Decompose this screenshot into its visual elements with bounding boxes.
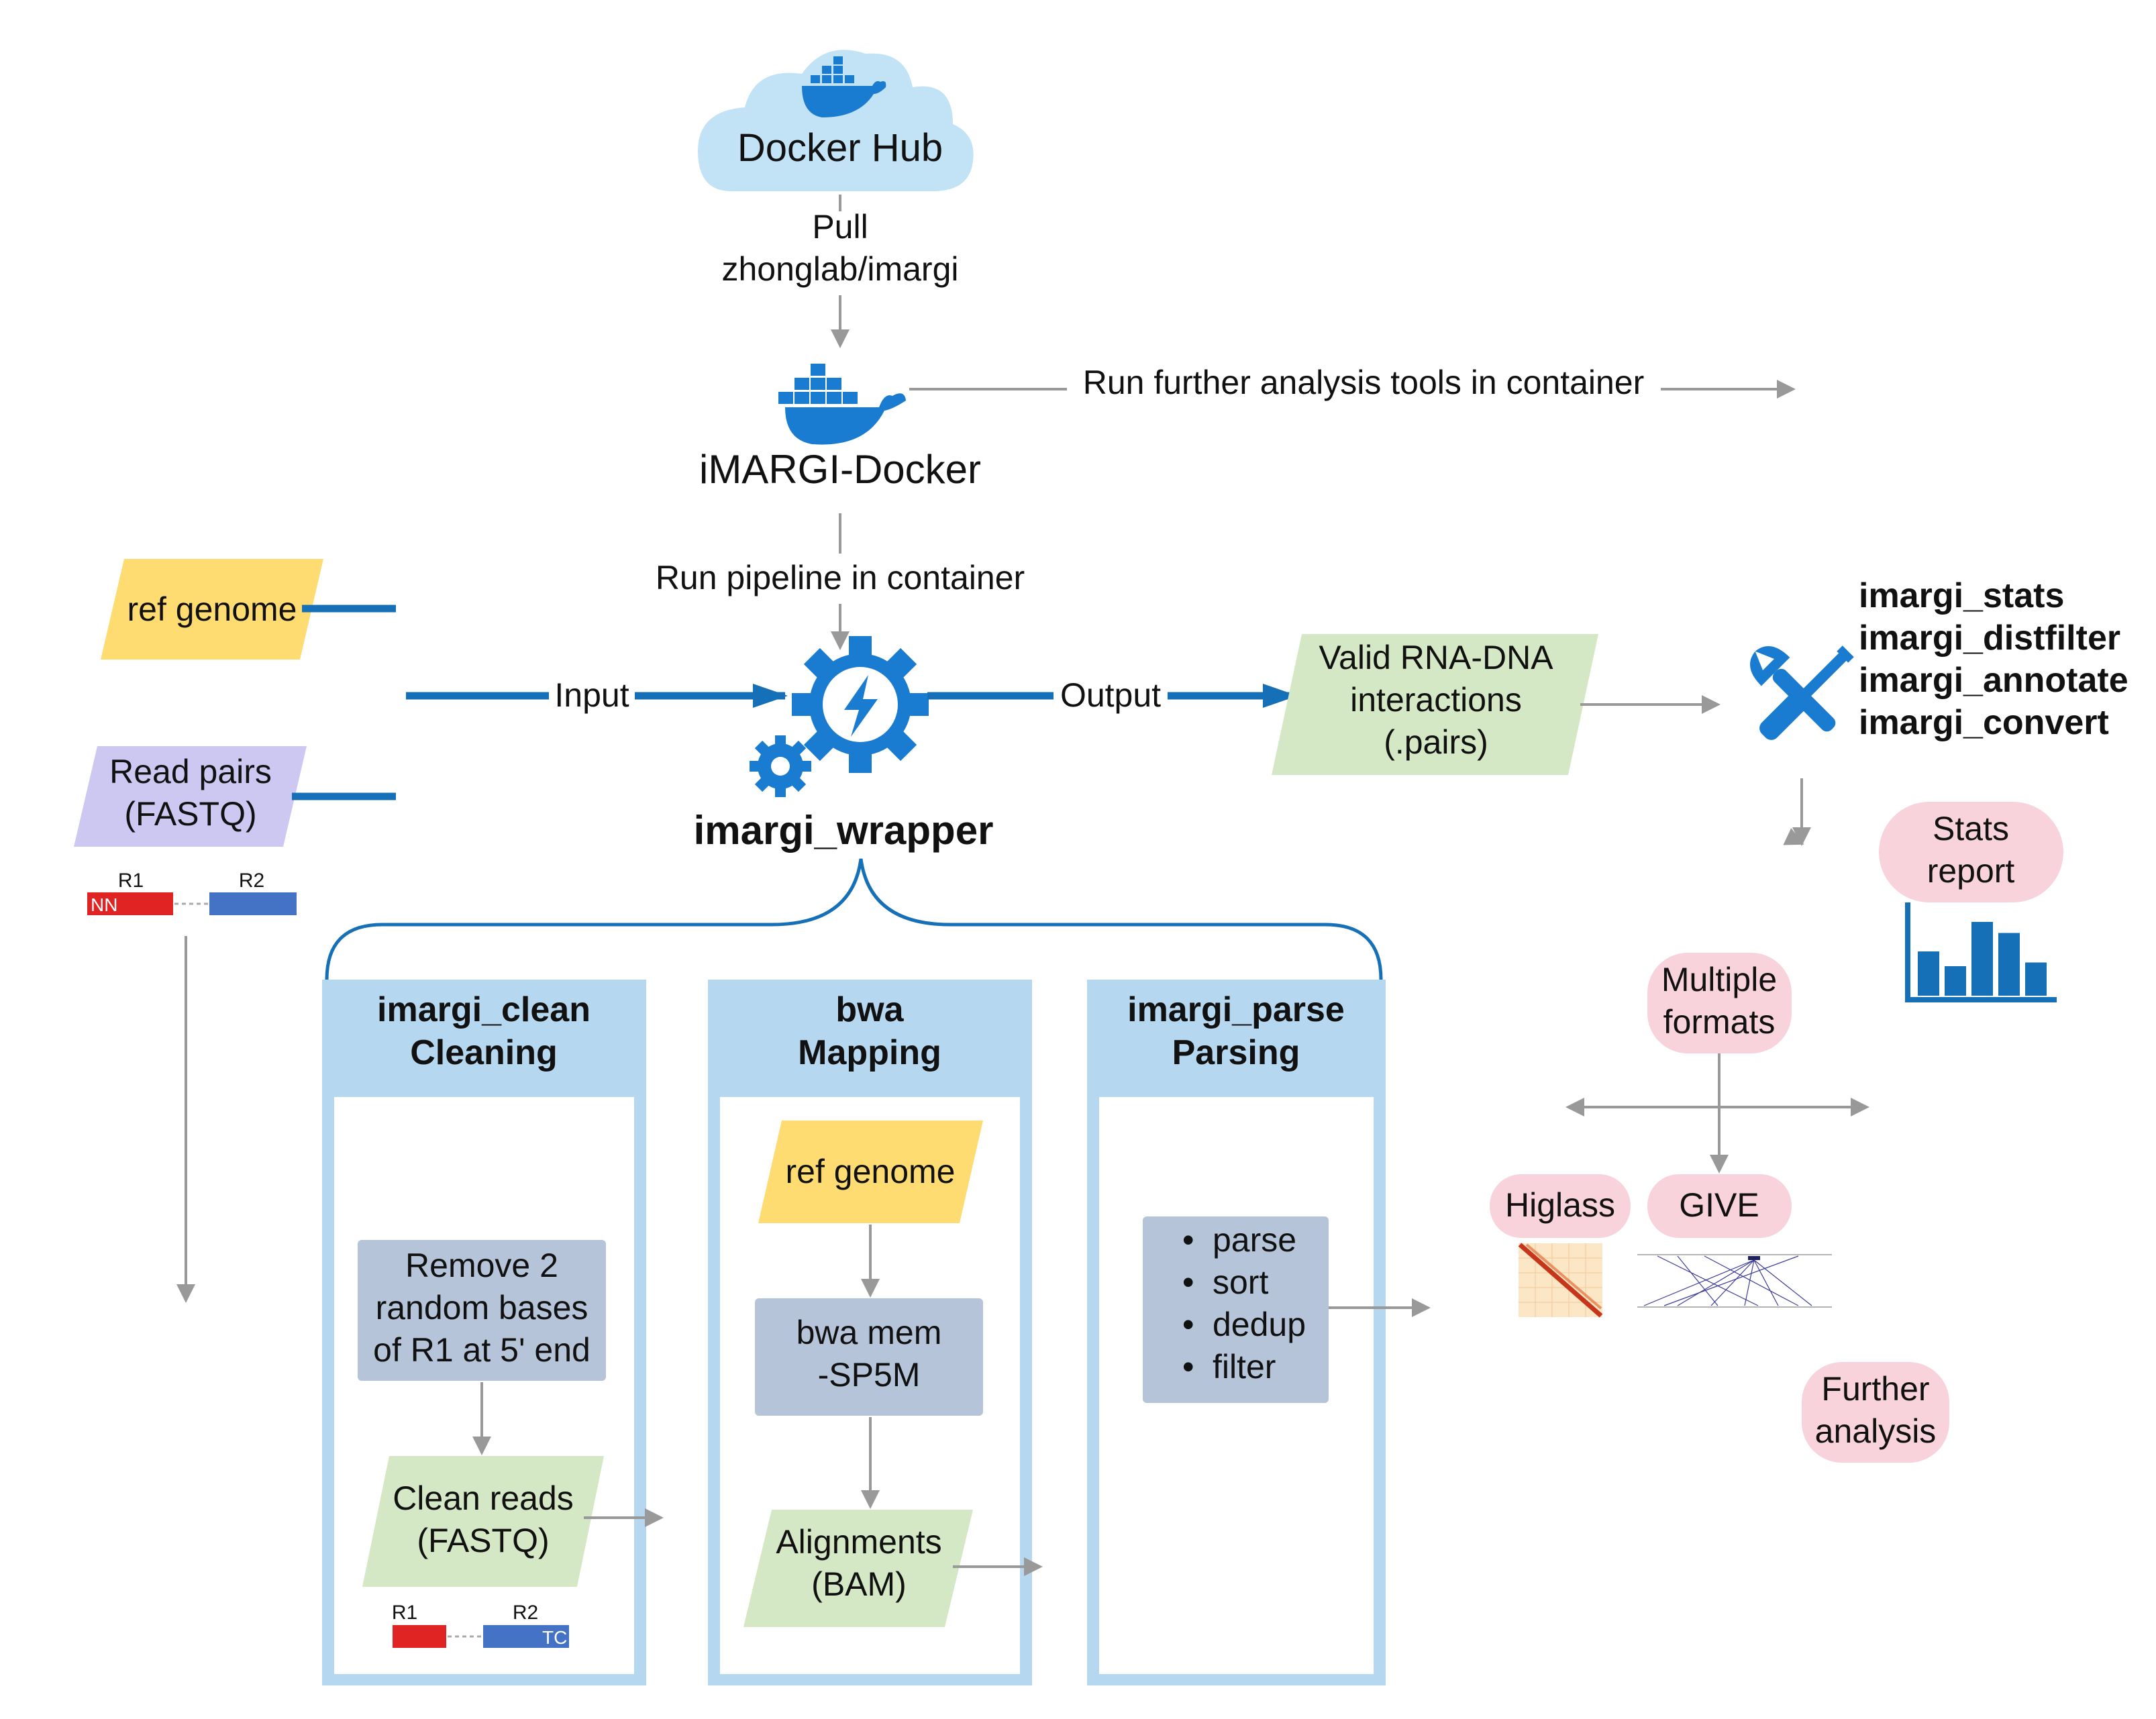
parse-step-filter: filter	[1213, 1348, 1276, 1386]
svg-text:bwa mem: bwa mem	[797, 1314, 942, 1351]
give-label: GIVE	[1679, 1186, 1759, 1224]
bwa-mem-step	[755, 1298, 983, 1416]
ref-genome-input-shape	[101, 559, 323, 660]
svg-text:-SP5M: -SP5M	[818, 1356, 921, 1394]
stats-report-badge	[1879, 802, 2063, 902]
parse-steps-box	[1143, 1216, 1329, 1403]
svg-text:Clean reads: Clean reads	[393, 1479, 574, 1517]
remove-bases-step	[358, 1240, 606, 1381]
svg-text:random bases: random bases	[376, 1289, 588, 1326]
svg-text:of R1 at 5' end: of R1 at 5' end	[373, 1331, 591, 1369]
run-further-label: Run further analysis tools in container	[1083, 364, 1645, 401]
tool-imargi-stats: imargi_stats	[1859, 576, 2064, 615]
docker-whale-icon	[778, 364, 906, 445]
wrench-screwdriver-icon	[1750, 645, 1854, 740]
imargi-docker-label: iMARGI-Docker	[699, 447, 981, 492]
docker-hub-label: Docker Hub	[737, 126, 943, 170]
higlass-badge	[1490, 1174, 1631, 1238]
tc-tag: TC	[542, 1627, 567, 1648]
clean-panel: imargi_clean Cleaning Remove 2 random ba…	[322, 980, 646, 1685]
svg-text:(FASTQ): (FASTQ)	[417, 1522, 549, 1559]
imargi-wrapper-label: imargi_wrapper	[694, 808, 994, 853]
nn-tag: NN	[91, 894, 117, 915]
read-pair-schematic-raw: R1 R2 NN	[87, 870, 297, 915]
parse-step-parse: parse	[1213, 1221, 1296, 1259]
multiple-formats-line1: Multiple	[1661, 961, 1777, 998]
svg-text:•: •	[1182, 1263, 1194, 1301]
stats-chart-bar	[2025, 962, 2047, 996]
stats-report-line1: Stats	[1933, 810, 2009, 847]
clean-panel-subtitle: Cleaning	[410, 1033, 558, 1072]
valid-pairs-line1: Valid RNA-DNA	[1319, 639, 1553, 676]
tool-imargi-convert: imargi_convert	[1859, 703, 2109, 742]
svg-text:R1: R1	[392, 1602, 417, 1624]
read-pairs-line1: Read pairs	[109, 753, 272, 790]
stats-chart-axis	[1905, 902, 2057, 1002]
parse-step-dedup: dedup	[1213, 1306, 1306, 1343]
ref-genome-input-label: ref genome	[127, 590, 297, 628]
svg-text:•: •	[1182, 1221, 1194, 1259]
output-label: Output	[1060, 676, 1161, 714]
svg-text:•: •	[1182, 1348, 1194, 1386]
parse-panel: imargi_parse Parsing • parse • sort • de…	[1087, 980, 1386, 1685]
stats-chart-bar	[1918, 951, 1939, 996]
stats-chart-bar	[1971, 922, 1993, 996]
clean-reads-shape	[362, 1456, 604, 1587]
multiple-formats-line2: formats	[1663, 1003, 1776, 1041]
further-analysis-line2: analysis	[1815, 1412, 1937, 1450]
give-badge	[1647, 1174, 1792, 1238]
svg-text:R1: R1	[118, 870, 144, 892]
valid-pairs-line2: interactions	[1350, 681, 1522, 719]
svg-text:•: •	[1182, 1306, 1194, 1343]
give-browser-thumbnail	[1637, 1254, 1832, 1308]
clean-panel-title: imargi_clean	[377, 990, 591, 1029]
pull-repo-label: zhonglab/imargi	[722, 250, 959, 288]
stats-chart-bar	[1945, 966, 1966, 996]
docker-hub-cloud: Docker Hub	[698, 50, 974, 192]
tool-imargi-distfilter: imargi_distfilter	[1859, 619, 2120, 658]
bwa-panel-title: bwa	[835, 990, 904, 1029]
bwa-panel: bwa Mapping ref genome bwa mem -SP5M Ali…	[708, 980, 1032, 1685]
svg-text:(BAM): (BAM)	[811, 1565, 907, 1603]
svg-text:Alignments: Alignments	[776, 1523, 941, 1561]
read-pairs-line2: (FASTQ)	[124, 795, 256, 833]
ref-genome-bwa-shape	[758, 1121, 983, 1223]
run-pipeline-label: Run pipeline in container	[656, 559, 1025, 596]
further-analysis-badge	[1802, 1362, 1949, 1463]
parse-panel-title: imargi_parse	[1127, 990, 1345, 1029]
stats-report-line2: report	[1927, 852, 2015, 890]
svg-text:R2: R2	[239, 870, 264, 892]
pull-label: Pull	[812, 208, 868, 246]
svg-text:Remove 2: Remove 2	[405, 1247, 558, 1284]
higlass-label: Higlass	[1505, 1186, 1615, 1224]
input-label: Input	[554, 676, 629, 714]
alignments-shape	[743, 1510, 973, 1627]
docker-whale-small-icon	[802, 56, 886, 117]
further-analysis-line1: Further	[1821, 1370, 1929, 1408]
stats-bar-chart-icon	[1905, 902, 2057, 1002]
svg-text:ref genome: ref genome	[786, 1153, 956, 1190]
parse-panel-subtitle: Parsing	[1172, 1033, 1300, 1072]
multiple-formats-badge	[1647, 953, 1792, 1053]
higlass-heatmap-thumbnail	[1518, 1243, 1603, 1318]
bwa-panel-subtitle: Mapping	[798, 1033, 941, 1072]
read-pair-schematic-clean: R1 R2 TC	[392, 1602, 569, 1648]
valid-pairs-shape	[1272, 634, 1598, 775]
stats-chart-bar	[1998, 933, 2020, 996]
read-pairs-shape	[74, 746, 307, 847]
tool-imargi-annotate: imargi_annotate	[1859, 661, 2128, 700]
wrapper-bracket	[325, 858, 1383, 980]
gear-lightning-icon	[750, 636, 929, 797]
valid-pairs-line3: (.pairs)	[1384, 723, 1488, 761]
parse-step-sort: sort	[1213, 1263, 1268, 1301]
svg-text:R2: R2	[513, 1602, 538, 1624]
